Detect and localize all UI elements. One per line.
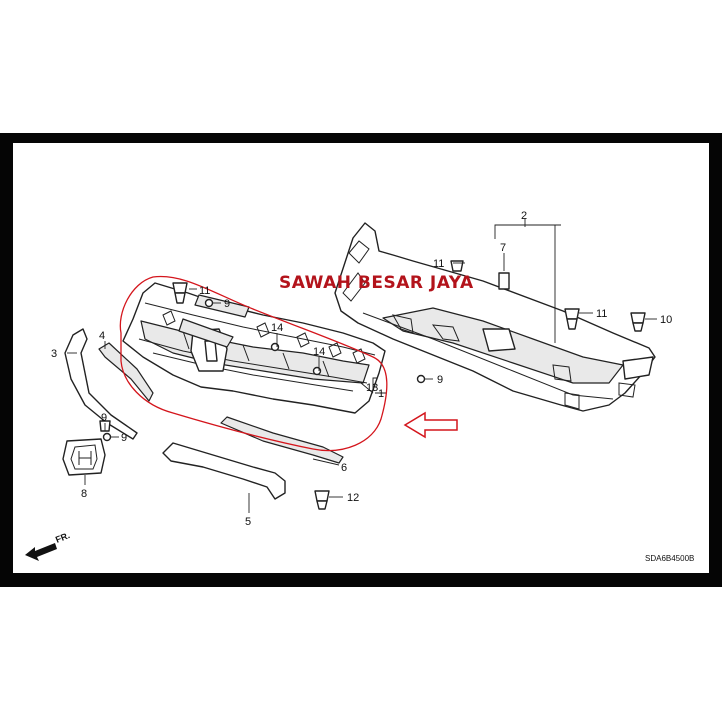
callout-2: 2 <box>521 210 527 222</box>
watermark-text: SAWAH BESAR JAYA <box>279 273 474 293</box>
callout-11: 11 <box>596 308 607 320</box>
callout-1: 1 <box>378 388 384 400</box>
parts-diagram: 11 9 3 4 14 14 13 1 9 9 9 8 5 6 12 11 7 … <box>25 210 694 563</box>
highlight-outline <box>119 275 388 452</box>
image-frame: 11 9 3 4 14 14 13 1 9 9 9 8 5 6 12 11 7 … <box>0 133 722 587</box>
fasteners <box>99 260 646 510</box>
diagram-code: SDA6B4500B <box>645 554 694 563</box>
callout-10: 10 <box>660 314 672 326</box>
callout-11: 11 <box>199 285 210 297</box>
direction-label: FR. <box>54 530 71 545</box>
side-molding-part <box>64 328 138 440</box>
callout-14: 14 <box>271 322 283 334</box>
callout-9: 9 <box>437 374 443 386</box>
callout-8: 8 <box>81 488 87 500</box>
callout-6: 6 <box>341 462 347 474</box>
callout-9: 9 <box>224 298 230 310</box>
lower-trim-strip-part <box>220 416 344 464</box>
callout-4: 4 <box>99 330 105 342</box>
diagram-sheet: 11 9 3 4 14 14 13 1 9 9 9 8 5 6 12 11 7 … <box>13 143 709 573</box>
upper-cover-part <box>334 222 656 412</box>
callout-14: 14 <box>313 346 325 358</box>
highlight-arrow <box>403 411 458 439</box>
emblem-part <box>62 438 106 476</box>
lower-molding-part <box>162 442 286 500</box>
callout-9: 9 <box>121 432 127 444</box>
callout-13: 13 <box>366 382 378 394</box>
leader-lines <box>67 219 657 513</box>
callout-3: 3 <box>51 348 57 360</box>
callout-7: 7 <box>500 242 506 254</box>
callout-5: 5 <box>245 516 251 528</box>
front-direction-marker <box>25 543 57 561</box>
callout-9: 9 <box>101 412 107 424</box>
callout-12: 12 <box>347 492 359 504</box>
callout-11: 11 <box>433 258 444 270</box>
upper-trim-strip-part <box>98 342 154 402</box>
